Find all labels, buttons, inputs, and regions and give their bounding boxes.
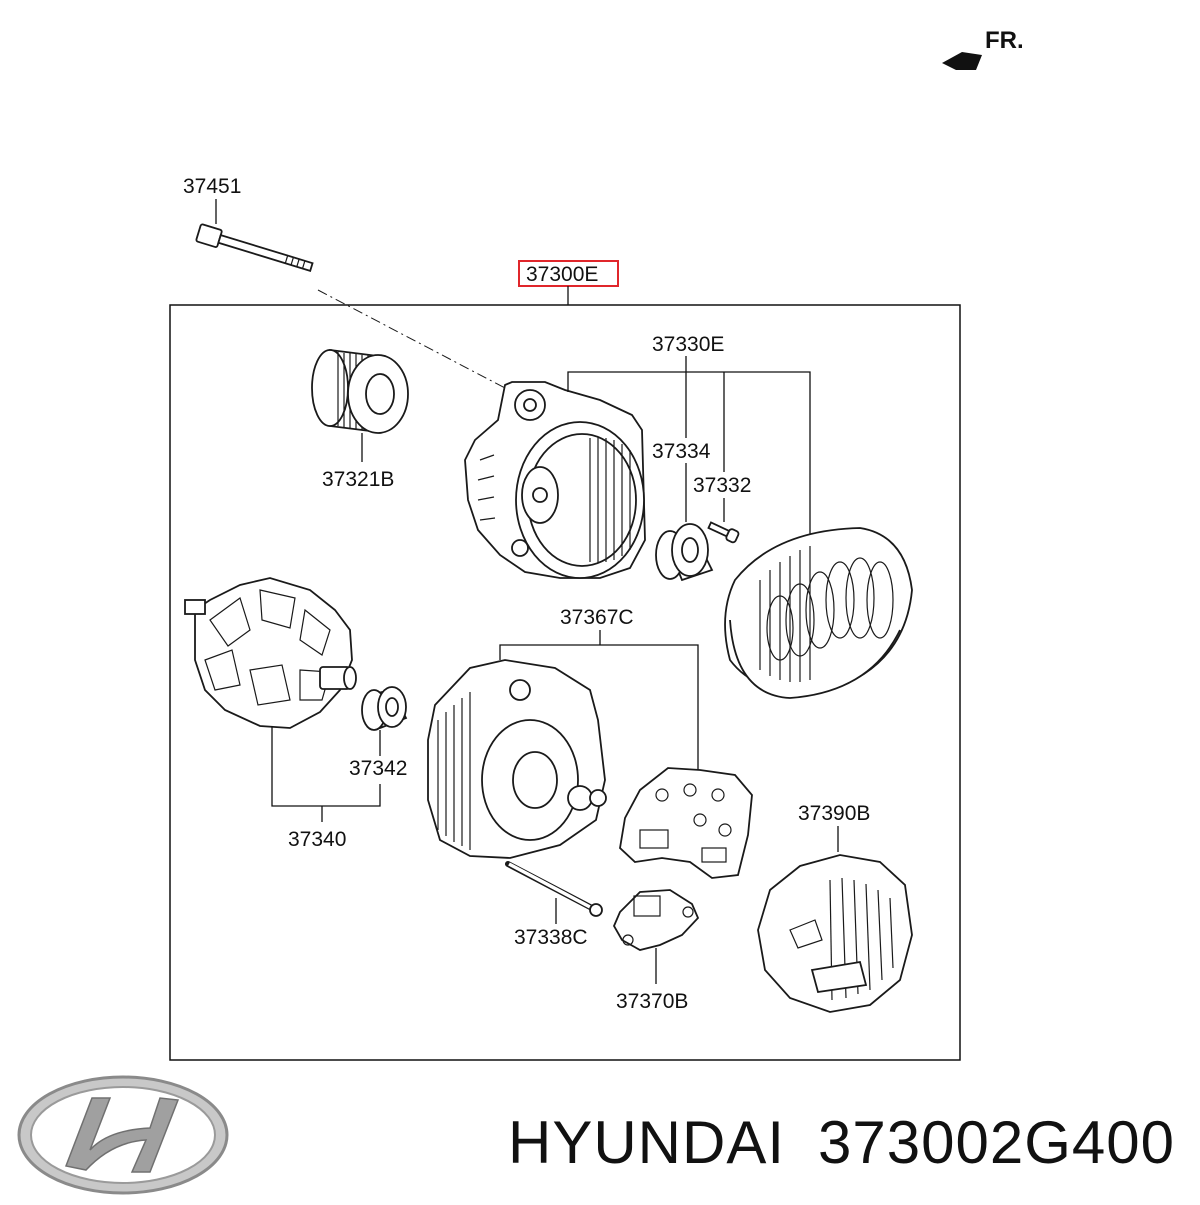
rotor-bearing-37342: 37342 <box>349 686 407 780</box>
part-label-37334: 37334 <box>652 440 711 463</box>
stator <box>724 527 913 699</box>
part-label-37321B: 37321B <box>322 468 394 491</box>
part-label-37342: 37342 <box>349 757 407 780</box>
regulator-37370B: 37370B <box>612 889 700 1013</box>
rotor-assembly <box>184 577 357 729</box>
hyundai-logo <box>17 1075 229 1195</box>
rear-bracket-group-37367C: 37367C <box>499 606 699 770</box>
footer-brand: HYUNDAI <box>508 1109 785 1176</box>
rotor-assembly-37340-bracket: 37340 <box>271 726 381 851</box>
part-label-37367C: 37367C <box>560 606 634 629</box>
screw-37332: 37332 <box>693 474 751 544</box>
front-bracket-group-37330E: 37330E <box>567 333 811 535</box>
part-label-37330E: 37330E <box>652 333 724 356</box>
assembly-frame <box>169 304 961 1061</box>
part-label-37390B: 37390B <box>798 802 870 825</box>
front-arrow-icon <box>942 52 982 70</box>
part-label-37332: 37332 <box>693 474 751 497</box>
footer: HYUNDAI 373002G400 <box>508 1109 1175 1176</box>
rear-cover-37390B: 37390B <box>757 802 913 1013</box>
front-direction-indicator: FR. <box>942 27 1024 70</box>
footer-part-number: 373002G400 <box>818 1109 1175 1176</box>
front-bracket-housing <box>464 381 646 579</box>
part-label-37451: 37451 <box>183 175 241 198</box>
front-direction-label: FR. <box>985 27 1024 54</box>
part-label-37370B: 37370B <box>616 990 688 1013</box>
front-bearing-37334: 37334 <box>652 440 714 582</box>
bolt-37451: 37451 <box>183 175 506 389</box>
bolt-axis-line <box>317 289 506 389</box>
through-bolt-37338C: 37338C <box>505 861 603 949</box>
assembly-group: 37300E <box>169 260 961 1061</box>
rectifier <box>619 767 753 879</box>
part-label-37338C: 37338C <box>514 926 588 949</box>
assembly-label: 37300E <box>526 263 598 286</box>
part-label-37340: 37340 <box>288 828 346 851</box>
pulley-37321B: 37321B <box>311 348 409 491</box>
rear-bracket-housing <box>427 659 607 859</box>
